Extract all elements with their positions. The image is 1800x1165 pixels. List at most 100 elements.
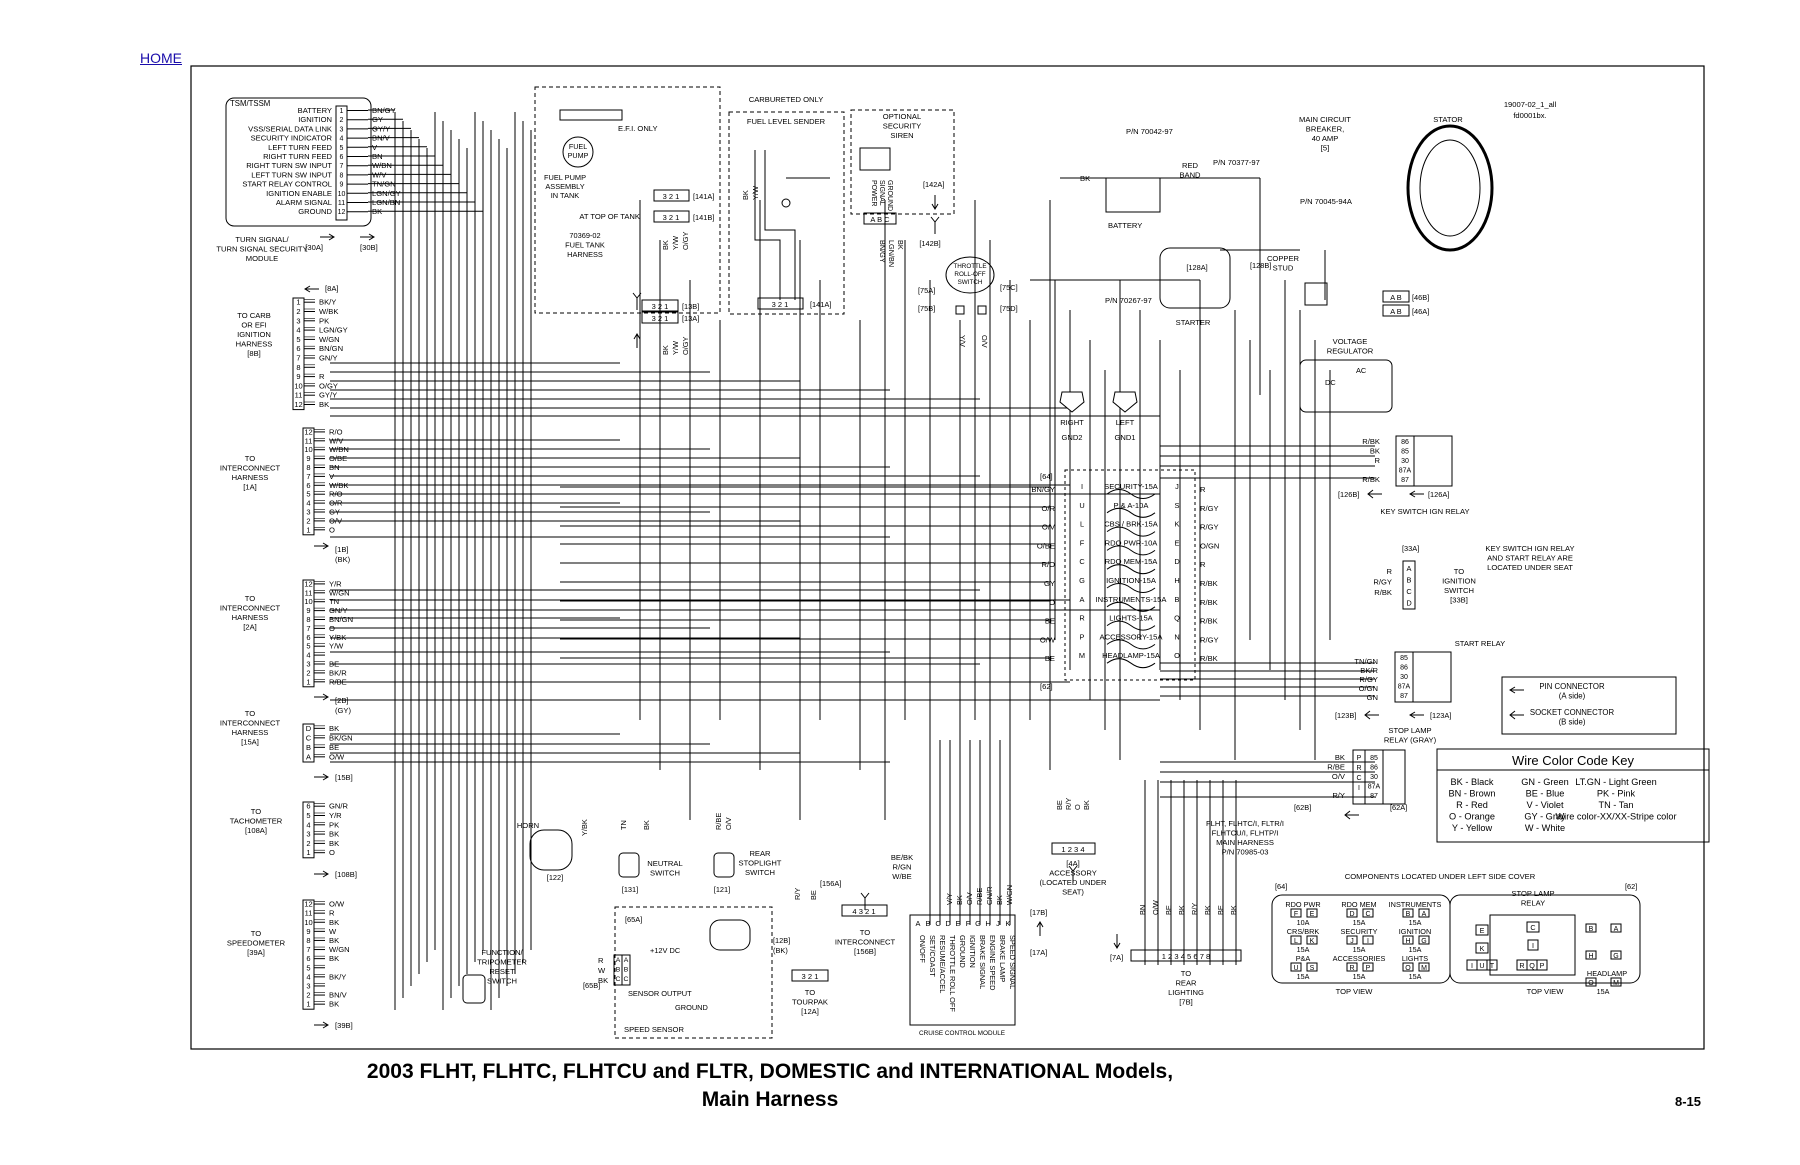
interconnect-1-label: [1A] [243,483,257,492]
label: O/W [1151,900,1160,915]
label: [108B] [335,870,357,879]
label: GN/R [329,802,349,811]
label: [75D] [1000,304,1018,313]
label: 15A [1297,945,1310,954]
label: (A side) [1559,692,1586,701]
label: BE [1164,905,1173,915]
label: BN [1138,905,1147,915]
carb-label: IGNITION [237,330,271,339]
fuse-slot [1290,908,1302,918]
main-harness-label: FLHT, FLHTC/I, FLTR/I [1206,819,1284,828]
carb-label: TO CARB [237,311,271,320]
label: R [1387,567,1393,576]
label: E [1480,926,1485,935]
label: R/Y [793,888,802,900]
label: B [624,967,629,974]
label: W/BE [892,872,911,881]
label: GROUND [886,180,893,211]
label: THROTTLE ROLL OFF [948,935,957,1012]
fuse-slot [1306,962,1318,972]
tsm-pin-number: 3 [340,126,344,133]
tsm-pin-label: GROUND [298,207,332,216]
label: O [1073,804,1082,810]
wire [633,333,641,340]
connector-arrow [1409,711,1424,719]
label: I [1358,785,1360,792]
label: B [306,743,311,752]
connector-arrow [314,870,329,878]
label: R/GY [1373,578,1392,587]
label: A [624,957,629,964]
speed-sensor-dashed-box [614,906,773,1039]
neutral-switch-body [618,852,640,878]
label: TO [1454,567,1465,576]
tsm-pin-label: LEFT TURN SW INPUT [251,170,332,179]
label: W/GN [319,335,340,344]
label: BK [1203,905,1212,915]
label: STOP LAMP [1511,889,1554,898]
fuse-slot [1418,962,1430,972]
ground-id: GND1 [1114,433,1135,442]
box [1526,921,1540,933]
home-link[interactable]: HOME [140,50,182,66]
label: O [329,525,335,534]
label: DC [1325,378,1336,387]
interconnect-1-label: INTERCONNECT [220,464,281,473]
fuse-name: RDO PWR-10A [1105,538,1159,547]
label: 30 [1401,458,1409,465]
label: 6 [306,481,310,490]
tsm-pin-label: LEFT TURN FEED [268,143,332,152]
label: BE/BK [891,853,913,862]
tsm-pin-label: ALARM SIGNAL [276,198,332,207]
label: BK [661,345,670,355]
wire [930,216,940,223]
label: BK [642,820,651,830]
socket-symbol [1364,710,1379,720]
label: 5 [306,963,310,972]
label: O/R [329,499,343,508]
label: [62B] [1294,803,1311,812]
label: 4 3 2 1 [852,907,875,916]
label: [126A] [1428,490,1449,499]
label: BE [1045,617,1055,626]
tsm-pin-number: 9 [340,182,344,189]
tsm-wire: BN [372,152,383,161]
label: BK [598,976,608,985]
label: O/W [329,752,345,761]
label: 11 [305,436,313,445]
label: R/BE [329,677,347,686]
throttle-pin [977,305,987,315]
speed-sensor-body [709,919,751,951]
socket-symbol [860,892,870,910]
label: O/R [1041,504,1055,513]
label: SWITCH [958,279,983,286]
label: P [1080,632,1085,641]
label: B [1175,595,1180,604]
label: 12 [304,579,312,588]
tsm-wire: GY [372,115,383,124]
label: R/Y [1064,798,1073,810]
label: F [1294,911,1298,918]
label: RDO PWR [1285,900,1320,909]
label: BK [329,839,339,848]
label: 3 [306,660,310,669]
document-id: 19007-02_1_all [1504,100,1557,109]
label: 5 [306,490,310,499]
wire [860,892,870,899]
label: B [1407,576,1412,585]
label: 15A [1409,918,1422,927]
interconnect-1-label: TO [245,454,256,463]
label: SWITCH [745,868,775,877]
wire-network [330,109,1375,1010]
label: [64] [1275,882,1287,891]
label: 12 [304,427,312,436]
fuse-symbol [1106,526,1156,537]
label: 4 [306,972,310,981]
function-switch-label: SWITCH [487,977,517,986]
function-switch-body [462,974,486,1004]
label: 5 [306,642,310,651]
label: 7 [296,353,300,362]
label: I [1367,938,1369,945]
label: K [1480,944,1485,953]
